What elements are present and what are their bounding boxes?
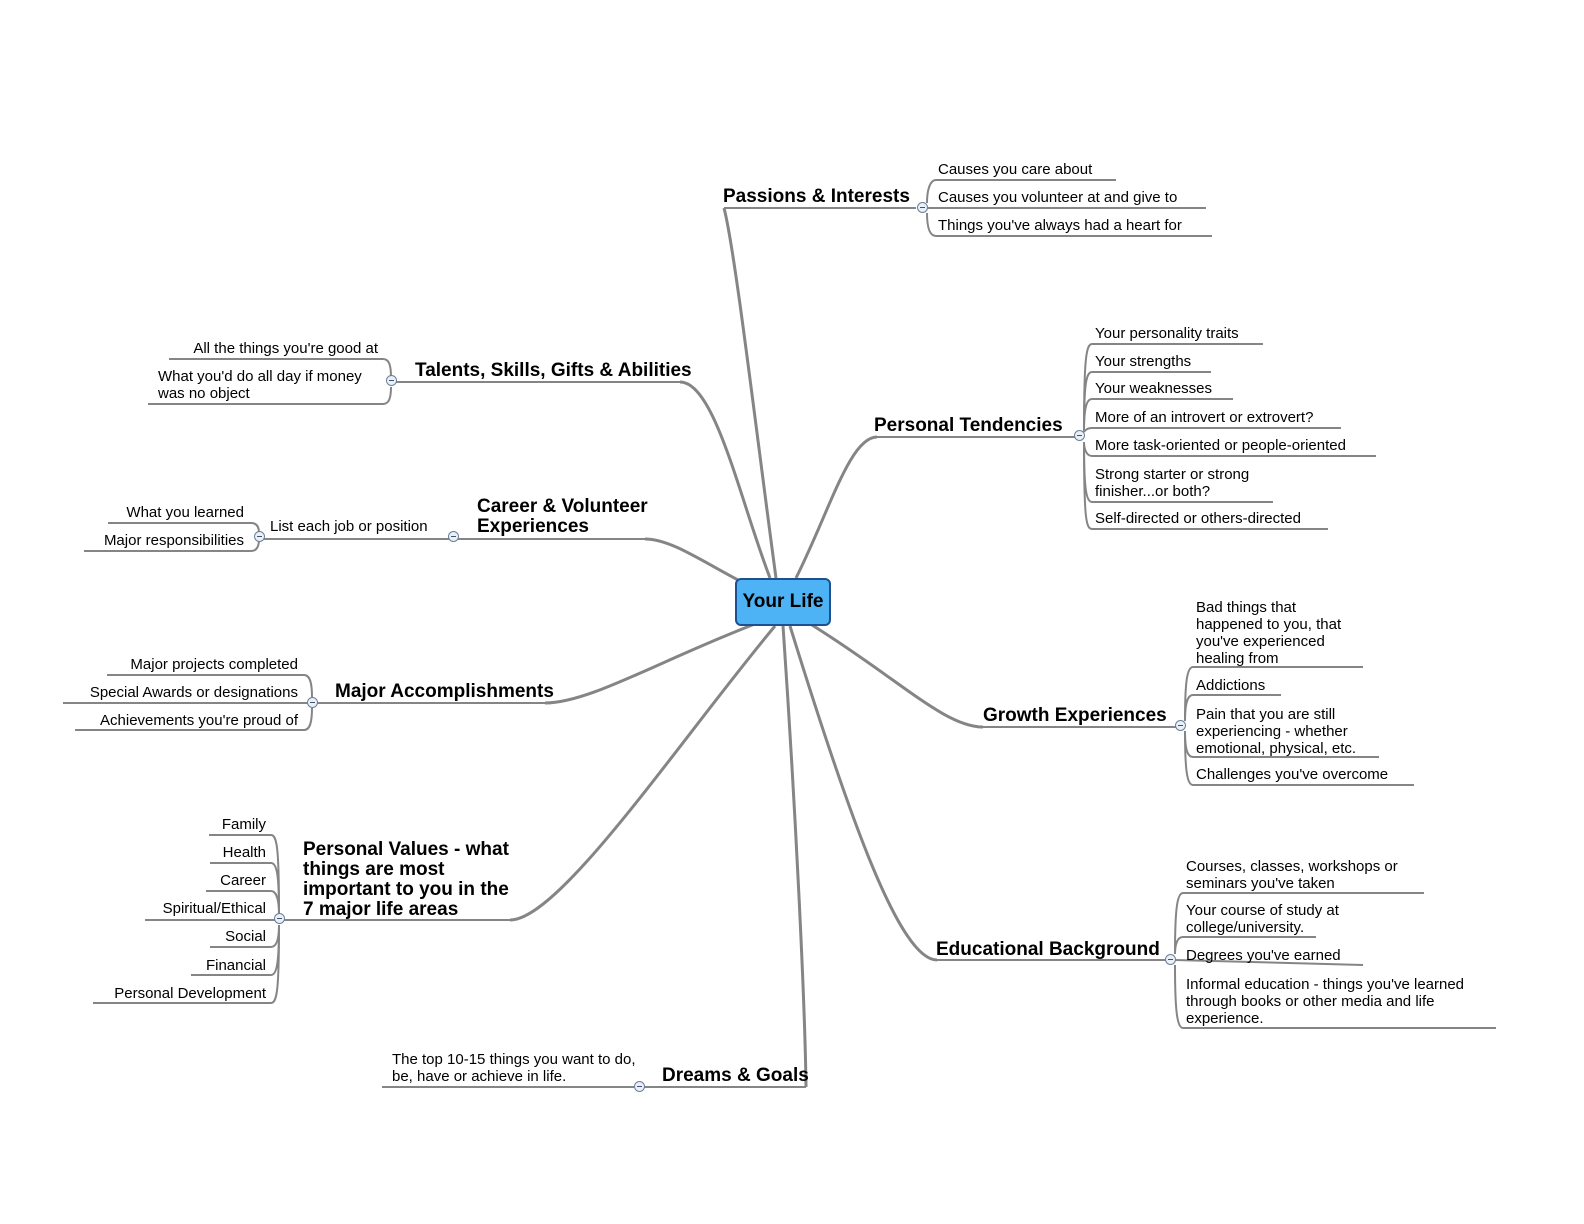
leaf-line (926, 212, 1212, 237)
leaf-line (148, 386, 392, 405)
branch-accomplishments-title[interactable]: Major Accomplishments (335, 681, 554, 702)
career-sub-topic[interactable]: List each job or position (270, 518, 428, 535)
leaf-education-4[interactable]: Informal education - things you've learn… (1186, 976, 1465, 1027)
leaf-values-5[interactable]: Social (225, 928, 266, 945)
line-to-talents (679, 380, 772, 579)
line-to-dreams (781, 625, 808, 1088)
leaf-values-3[interactable]: Career (220, 872, 266, 889)
leaf-line (1184, 730, 1414, 786)
line-to-growth (811, 623, 984, 729)
leaf-tendencies-7[interactable]: Self-directed or others-directed (1095, 510, 1301, 527)
leaf-career-2[interactable]: Major responsibilities (103, 532, 244, 549)
leaf-passions-3[interactable]: Things you've always had a heart for (938, 217, 1182, 234)
leaf-education-1[interactable]: Courses, classes, workshops or seminars … (1186, 858, 1398, 892)
leaf-education-3[interactable]: Degrees you've earned (1186, 947, 1341, 964)
leaf-line (107, 674, 313, 698)
leaf-talents-2[interactable]: What you'd do all day if money was no ob… (158, 368, 362, 402)
leaf-passions-2[interactable]: Causes you volunteer at and give to (938, 189, 1178, 206)
leaf-accomplishments-2[interactable]: Special Awards or designations (89, 684, 298, 701)
leaf-values-6[interactable]: Financial (205, 957, 266, 974)
leaf-line (93, 924, 280, 1004)
branch-career-title[interactable]: Career & Volunteer Experiences (477, 496, 648, 537)
leaf-line (1174, 964, 1496, 1029)
leaf-values-2[interactable]: Health (222, 844, 266, 861)
leaf-line (206, 890, 280, 915)
leaf-tendencies-3[interactable]: Your weaknesses (1095, 380, 1213, 397)
leaf-education-2[interactable]: Your course of study at college/universi… (1186, 902, 1339, 936)
collapse-icon[interactable] (1175, 720, 1186, 731)
leaf-lines (63, 179, 1496, 1088)
leaf-line (1184, 694, 1281, 722)
underlines (264, 207, 1176, 1088)
leaf-accomplishments-3[interactable]: Achievements you're proud of (100, 712, 298, 729)
leaf-line (75, 707, 313, 731)
leaf-tendencies-1[interactable]: Your personality traits (1095, 325, 1239, 342)
collapse-icon[interactable] (386, 375, 397, 386)
branch-tendencies-title[interactable]: Personal Tendencies (874, 415, 1063, 436)
leaf-tendencies-5[interactable]: More task-oriented or people-oriented (1095, 437, 1346, 454)
branch-dreams-title[interactable]: Dreams & Goals (662, 1065, 809, 1086)
line-to-accomplishments (544, 620, 761, 705)
branch-education-title[interactable]: Educational Background (936, 939, 1160, 960)
leaf-tendencies-6[interactable]: Strong starter or strong finisher...or b… (1095, 466, 1250, 500)
leaf-talents-1[interactable]: All the things you're good at (193, 340, 378, 357)
leaf-tendencies-2[interactable]: Your strengths (1095, 353, 1192, 370)
leaf-growth-1[interactable]: Bad things that happened to you, that yo… (1196, 599, 1342, 667)
branch-passions-title[interactable]: Passions & Interests (723, 186, 910, 207)
leaf-line (1174, 959, 1364, 966)
branch-growth-title[interactable]: Growth Experiences (983, 705, 1167, 726)
leaf-accomplishments-1[interactable]: Major projects completed (130, 656, 298, 673)
leaf-values-1[interactable]: Family (221, 816, 266, 833)
line-to-education (788, 625, 938, 962)
collapse-icon[interactable] (274, 913, 285, 924)
line-to-career (644, 537, 739, 582)
leaf-values-7[interactable]: Personal Development (114, 985, 266, 1002)
leaf-line (1083, 441, 1328, 530)
leaf-line (1083, 398, 1233, 433)
line-to-tendencies (794, 435, 878, 579)
leaf-line (926, 179, 1116, 204)
collapse-icon[interactable] (307, 697, 318, 708)
branch-talents-title[interactable]: Talents, Skills, Gifts & Abilities (415, 360, 692, 381)
collapse-icon[interactable] (448, 531, 459, 542)
main-branch-lines (509, 207, 984, 1088)
collapse-icon[interactable] (254, 531, 265, 542)
center-topic[interactable]: Your Life (735, 578, 831, 626)
collapse-icon[interactable] (634, 1081, 645, 1092)
leaf-values-4[interactable]: Spiritual/Ethical (162, 900, 266, 917)
leaf-passions-1[interactable]: Causes you care about (938, 161, 1093, 178)
collapse-icon[interactable] (1074, 430, 1085, 441)
leaf-line (1083, 427, 1341, 433)
leaf-line (169, 358, 392, 378)
line-to-values (509, 625, 777, 922)
collapse-icon[interactable] (1165, 954, 1176, 965)
line-to-passions (722, 207, 778, 579)
leaf-growth-3[interactable]: Pain that you are still experiencing - w… (1196, 706, 1357, 757)
leaf-tendencies-4[interactable]: More of an introvert or extrovert? (1095, 409, 1314, 426)
leaf-growth-4[interactable]: Challenges you've overcome (1196, 766, 1389, 783)
collapse-icon[interactable] (917, 202, 928, 213)
leaf-growth-2[interactable]: Addictions (1196, 677, 1266, 694)
leaf-line (1174, 892, 1424, 955)
branch-values-title[interactable]: Personal Values - what things are most i… (303, 839, 509, 920)
leaf-dreams-1[interactable]: The top 10-15 things you want to do, be,… (392, 1051, 636, 1085)
leaf-career-1[interactable]: What you learned (126, 504, 244, 521)
leaf-line (1174, 936, 1316, 955)
